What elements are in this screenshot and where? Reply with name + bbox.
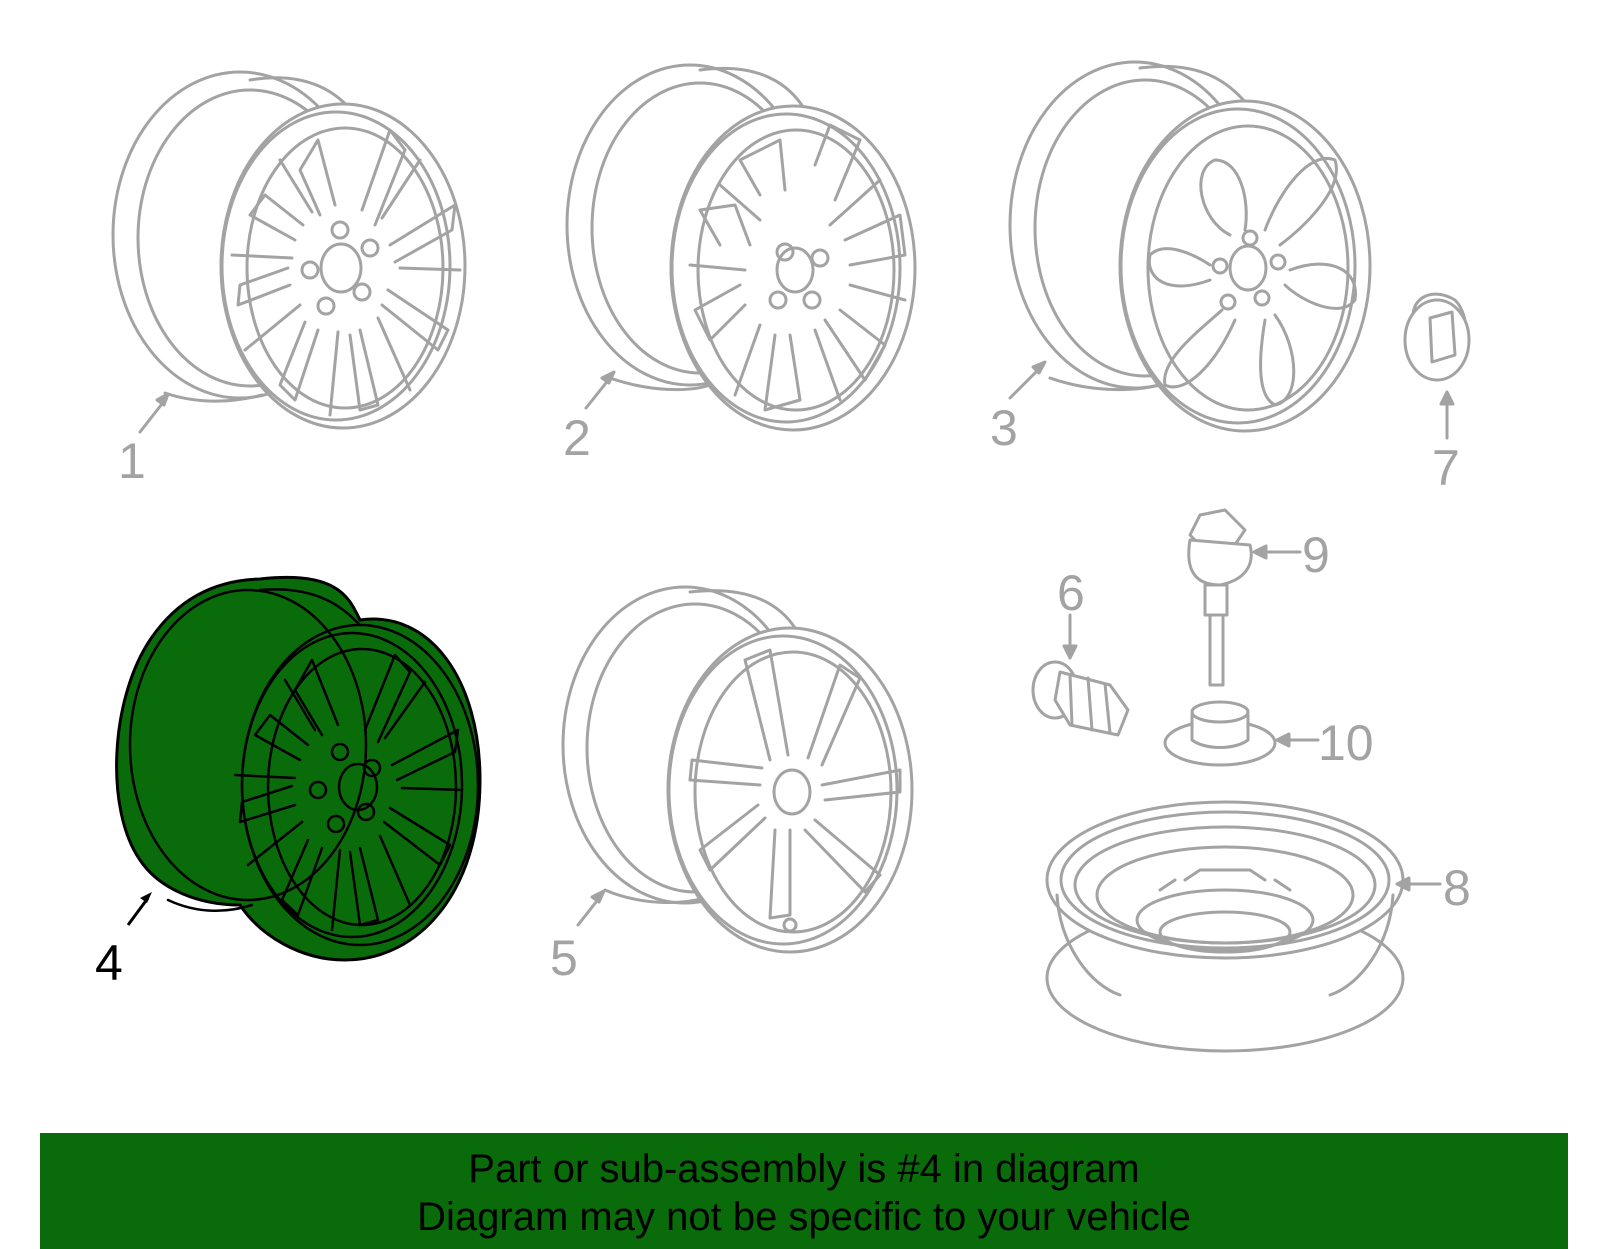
cap-part-10[interactable] [1163, 700, 1277, 767]
wheel-part-5[interactable] [561, 585, 914, 954]
wheel-part-1[interactable] [111, 70, 467, 430]
spare-wheel-part-8[interactable] [1045, 800, 1405, 1053]
callout-2[interactable]: 2 [563, 410, 591, 466]
banner-line-disclaimer: Diagram may not be specific to your vehi… [417, 1195, 1191, 1239]
leader-3 [1008, 360, 1047, 400]
callout-9[interactable]: 9 [1302, 527, 1330, 583]
info-banner: Part or sub-assembly is #4 in diagram Di… [40, 1133, 1568, 1249]
wheel-part-3[interactable] [1008, 60, 1372, 433]
leader-9 [1252, 544, 1302, 560]
callout-3[interactable]: 3 [990, 400, 1018, 456]
leader-7 [1439, 390, 1455, 440]
leader-2 [584, 370, 616, 410]
callout-6[interactable]: 6 [1057, 565, 1085, 621]
leader-1 [138, 392, 170, 434]
valve-stem-part-9[interactable] [1187, 508, 1253, 687]
leader-8 [1395, 876, 1442, 892]
leader-10 [1275, 732, 1320, 748]
leader-4 [126, 892, 152, 926]
callout-10[interactable]: 10 [1318, 715, 1374, 771]
leader-5 [576, 889, 606, 927]
callout-1[interactable]: 1 [118, 433, 146, 489]
center-cap-part-7[interactable] [1403, 292, 1471, 382]
callout-8[interactable]: 8 [1443, 860, 1471, 916]
lug-nut-part-6[interactable] [1031, 660, 1130, 737]
wheel-part-2[interactable] [565, 63, 917, 432]
callout-4[interactable]: 4 [95, 935, 123, 991]
callout-5[interactable]: 5 [550, 930, 578, 986]
callout-7[interactable]: 7 [1432, 440, 1460, 496]
banner-line-part-number: Part or sub-assembly is #4 in diagram [468, 1147, 1140, 1191]
wheel-part-4-selected[interactable] [115, 576, 482, 962]
leader-6 [1062, 613, 1078, 660]
